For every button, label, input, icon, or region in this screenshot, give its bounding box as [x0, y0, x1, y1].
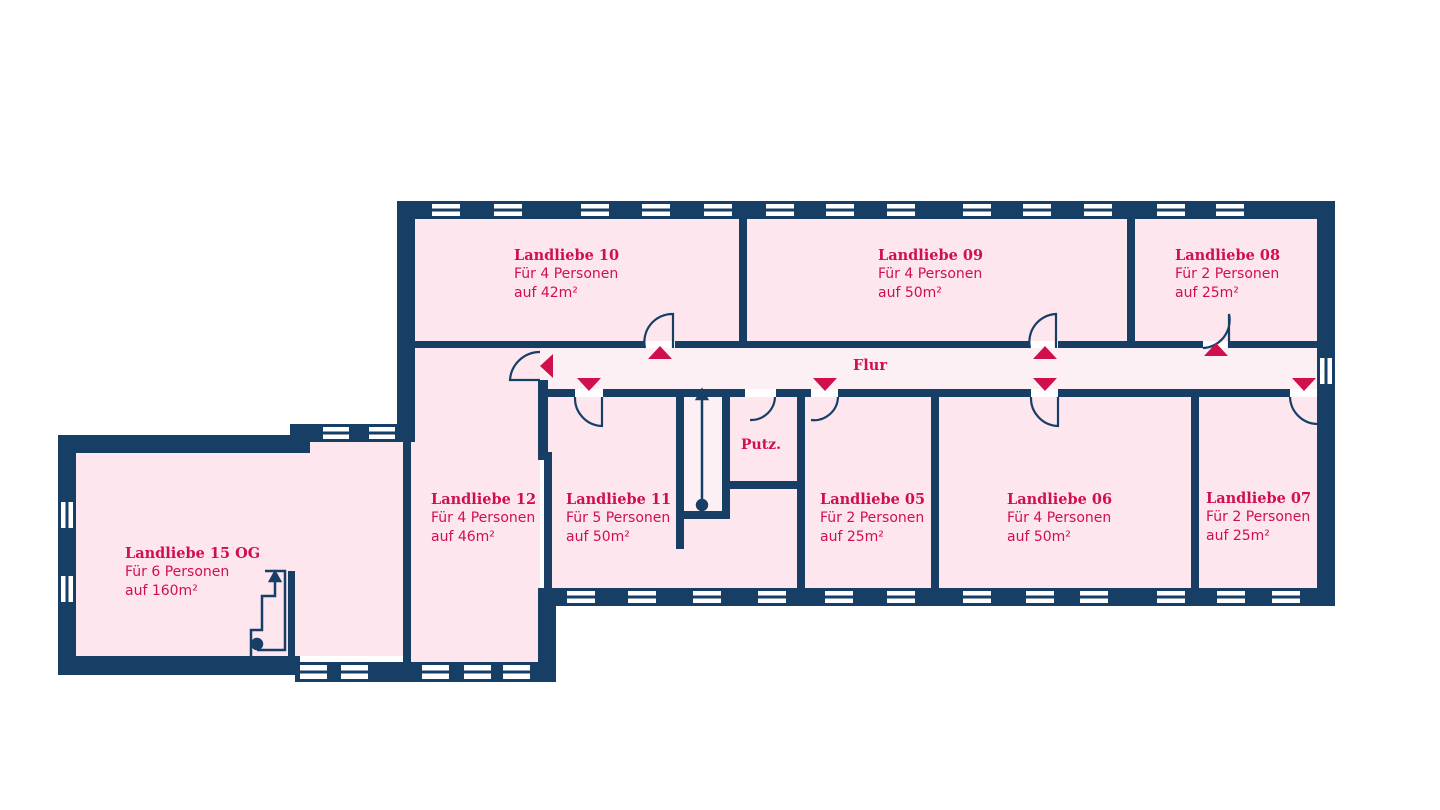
- room-name: Landliebe 15 OG: [125, 545, 261, 562]
- utility-room-area[interactable]: [730, 397, 797, 481]
- room-10-area[interactable]: [415, 219, 739, 341]
- room-persons: Für 2 Personen: [1175, 266, 1280, 282]
- stair-arrow-icon: [694, 387, 710, 401]
- room-label-09: Landliebe 09 Für 4 Personen auf 50m²: [878, 246, 983, 303]
- room-area: auf 50m²: [566, 529, 630, 545]
- room-name: Landliebe 10: [514, 247, 620, 264]
- room-name: Landliebe 06: [1007, 491, 1113, 508]
- door-12: [508, 350, 541, 382]
- room-area: auf 25m²: [1175, 285, 1239, 301]
- room-05-area[interactable]: [805, 397, 931, 588]
- room-area: auf 25m²: [1206, 528, 1270, 544]
- room-name: Landliebe 07: [1206, 490, 1312, 507]
- room-label-10: Landliebe 10 Für 4 Personen auf 42m²: [514, 246, 619, 303]
- door-11: [573, 396, 604, 428]
- room-area: auf 50m²: [1007, 529, 1071, 545]
- room-09-area[interactable]: [747, 219, 1127, 341]
- door-08: [1202, 313, 1231, 350]
- room-persons: Für 4 Personen: [1007, 510, 1112, 526]
- door-10: [643, 312, 675, 349]
- room-persons: Für 4 Personen: [431, 510, 536, 526]
- door-utility: [749, 396, 777, 422]
- door-05: [810, 396, 840, 422]
- room-area: auf 25m²: [820, 529, 884, 545]
- room-label-12: Landliebe 12 Für 4 Personen auf 46m²: [431, 490, 536, 547]
- entrance-arrow-icon: [1033, 378, 1057, 391]
- entrance-arrow-icon: [1204, 343, 1228, 356]
- room-name: Landliebe 12: [431, 491, 537, 508]
- door-07: [1288, 396, 1318, 426]
- room-persons: Für 2 Personen: [1206, 509, 1311, 525]
- room-08-area[interactable]: [1135, 219, 1317, 341]
- room-name: Landliebe 11: [566, 491, 672, 508]
- room-persons: Für 5 Personen: [566, 510, 671, 526]
- entrance-arrow-icon: [813, 378, 837, 391]
- door-09: [1028, 312, 1058, 349]
- room-area: auf 50m²: [878, 285, 942, 301]
- entrance-arrow-icon: [1033, 346, 1057, 359]
- room-label-06: Landliebe 06 Für 4 Personen auf 50m²: [1007, 490, 1112, 547]
- utility-room-label: Putz.: [741, 437, 781, 453]
- walls: [58, 201, 1335, 682]
- room-persons: Für 2 Personen: [820, 510, 925, 526]
- room-label-11: Landliebe 11 Für 5 Personen auf 50m²: [566, 490, 671, 547]
- room-label-08: Landliebe 08 Für 2 Personen auf 25m²: [1175, 246, 1280, 303]
- room-persons: Für 6 Personen: [125, 564, 230, 580]
- room-area: auf 160m²: [125, 583, 198, 599]
- doors: [508, 312, 1318, 428]
- staircase: [249, 387, 710, 656]
- entrance-arrow-icon: [577, 378, 601, 391]
- entrance-arrow-icon: [648, 346, 672, 359]
- room-persons: Für 4 Personen: [878, 266, 983, 282]
- room-15-area[interactable]: [76, 442, 403, 656]
- entrance-markers: [540, 343, 1316, 391]
- corridor-area[interactable]: [540, 348, 1317, 389]
- windows: [61, 204, 1332, 679]
- door-06: [1029, 396, 1060, 428]
- entrance-arrow-icon: [1292, 378, 1316, 391]
- room-name: Landliebe 05: [820, 491, 926, 508]
- corridor-label: Flur: [853, 357, 887, 374]
- room-area: auf 46m²: [431, 529, 495, 545]
- room-06-area[interactable]: [939, 397, 1191, 588]
- room-name: Landliebe 08: [1175, 247, 1281, 264]
- room-area: auf 42m²: [514, 285, 578, 301]
- room-name: Landliebe 09: [878, 247, 984, 264]
- room-07-area[interactable]: [1199, 397, 1317, 588]
- room-label-15: Landliebe 15 OG Für 6 Personen auf 160m²: [125, 544, 260, 601]
- room-label-07: Landliebe 07 Für 2 Personen auf 25m²: [1206, 489, 1311, 546]
- entrance-arrow-icon: [540, 354, 553, 378]
- room-persons: Für 4 Personen: [514, 266, 619, 282]
- room-label-05: Landliebe 05 Für 2 Personen auf 25m²: [820, 490, 925, 547]
- room-12-area[interactable]: [411, 348, 540, 662]
